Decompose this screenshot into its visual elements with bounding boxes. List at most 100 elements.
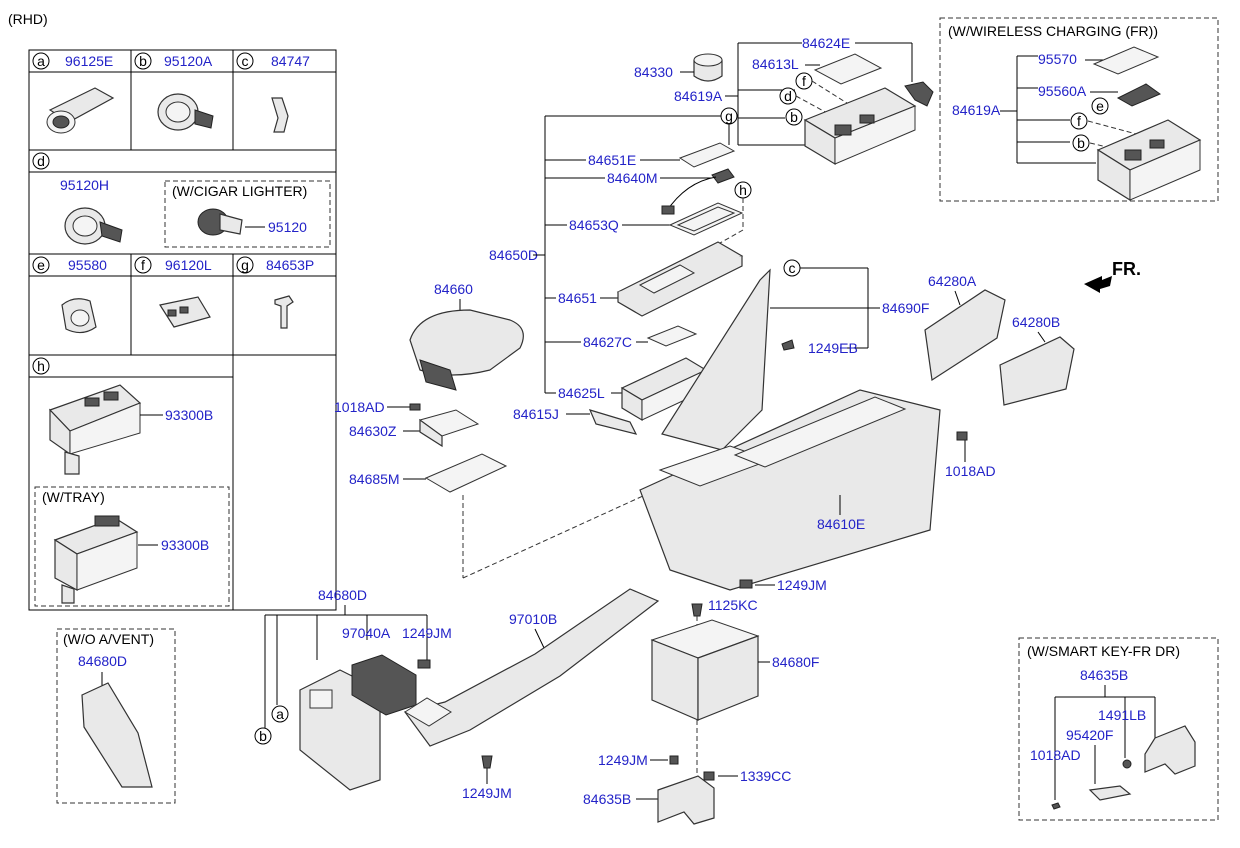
legend-part-96125E[interactable]: 96125E	[65, 53, 113, 69]
tray-93300B-drawing	[53, 515, 139, 604]
legend-part-95580[interactable]: 95580	[68, 257, 107, 273]
legend-part-93300B-tray[interactable]: 93300B	[161, 537, 209, 553]
label-84627C[interactable]: 84627C	[583, 334, 632, 350]
clip-84747-drawing	[271, 97, 289, 133]
tray-option: (W/TRAY)	[42, 489, 105, 505]
side-cover-assembly: 64280A 64280B	[924, 273, 1075, 406]
label-1018AD-left[interactable]: 1018AD	[334, 399, 385, 415]
wireless-part-84619A[interactable]: 84619A	[952, 102, 1001, 118]
label-1249JM-low[interactable]: 1249JM	[598, 752, 648, 768]
smart-key-title: (W/SMART KEY-FR DR)	[1027, 643, 1180, 659]
cigar-lighter-option: (W/CIGAR LIGHTER)	[172, 183, 307, 199]
label-1249JM-vent[interactable]: 1249JM	[402, 625, 452, 641]
label-64280A[interactable]: 64280A	[928, 273, 977, 289]
label-84651E[interactable]: 84651E	[588, 152, 636, 168]
legend-letter-e: e	[37, 257, 45, 273]
front-direction-arrow: FR.	[1084, 259, 1141, 293]
no-vent-box: (W/O A/VENT) 84680D	[56, 628, 176, 804]
legend-table: a 96125E b 95120A c 84747 d 95120H	[28, 49, 337, 611]
label-84615J[interactable]: 84615J	[513, 406, 559, 422]
label-97040A[interactable]: 97040A	[342, 625, 391, 641]
label-1249EB[interactable]: 1249EB	[808, 340, 858, 356]
legend-part-95120H[interactable]: 95120H	[60, 177, 109, 193]
label-84630Z[interactable]: 84630Z	[349, 423, 397, 439]
label-1249JM-duct[interactable]: 1249JM	[462, 785, 512, 801]
legend-letter-g: g	[241, 257, 249, 273]
legend-letter-a: a	[37, 53, 45, 69]
callout-b-low: b	[259, 728, 267, 744]
label-84610E[interactable]: 84610E	[817, 516, 865, 532]
side-trim-assembly: c 84690F 1249EB	[661, 259, 929, 451]
variant-label: (RHD)	[8, 11, 48, 27]
label-84619A[interactable]: 84619A	[674, 88, 723, 104]
no-vent-part[interactable]: 84680D	[78, 653, 127, 669]
callout-f-top: f	[802, 73, 806, 89]
label-84635B[interactable]: 84635B	[583, 791, 631, 807]
legend-letter-f: f	[141, 257, 145, 273]
label-84690F[interactable]: 84690F	[882, 300, 929, 316]
label-64280B[interactable]: 64280B	[1012, 314, 1060, 330]
smart-key-part-1491LB[interactable]: 1491LB	[1098, 707, 1146, 723]
front-label: FR.	[1112, 259, 1141, 279]
legend-letter-h: h	[37, 358, 45, 374]
cover-95580-drawing	[61, 298, 97, 334]
legend-part-84747[interactable]: 84747	[271, 53, 310, 69]
console-upper-assembly: g 84650D 84651E 84640M 84653Q h 84651 84…	[489, 107, 752, 435]
console-body-assembly: 1018AD 84610E 1249JM 1125KC	[639, 389, 996, 780]
legend-part-95120[interactable]: 95120	[268, 219, 307, 235]
wireless-title: (W/WIRELESS CHARGING (FR))	[948, 23, 1158, 39]
label-1339CC[interactable]: 1339CC	[740, 768, 791, 784]
legend-letter-d: d	[37, 153, 45, 169]
wireless-letter-e: e	[1096, 98, 1104, 114]
smart-key-part-1018AD[interactable]: 1018AD	[1030, 747, 1081, 763]
cigar-lighter-drawing	[197, 208, 243, 236]
wireless-part-95560A[interactable]: 95560A	[1038, 83, 1087, 99]
socket-95120A-drawing	[157, 93, 214, 131]
label-97010B[interactable]: 97010B	[509, 611, 557, 627]
wireless-box: (W/WIRELESS CHARGING (FR)) 95570 95560A …	[939, 17, 1219, 202]
armrest-assembly: 84660 1018AD 84630Z 84685M	[334, 281, 701, 579]
clip-84653P-drawing	[274, 295, 294, 329]
label-1249JM-mid[interactable]: 1249JM	[777, 577, 827, 593]
smart-key-part-84635B[interactable]: 84635B	[1080, 667, 1128, 683]
label-84624E[interactable]: 84624E	[802, 35, 850, 51]
label-84613L[interactable]: 84613L	[752, 56, 799, 72]
callout-h: h	[739, 182, 747, 198]
label-1018AD-right[interactable]: 1018AD	[945, 463, 996, 479]
socket-96125E-drawing	[46, 87, 115, 134]
callout-c: c	[789, 260, 796, 276]
label-84625L[interactable]: 84625L	[558, 385, 605, 401]
label-1125KC[interactable]: 1125KC	[708, 597, 758, 613]
legend-part-96120L[interactable]: 96120L	[165, 257, 212, 273]
label-84650D[interactable]: 84650D	[489, 247, 538, 263]
no-vent-title: (W/O A/VENT)	[63, 631, 154, 647]
legend-part-93300B[interactable]: 93300B	[165, 407, 213, 423]
callout-b-top: b	[790, 109, 798, 125]
label-84653Q[interactable]: 84653Q	[569, 217, 619, 233]
wireless-letter-b: b	[1077, 135, 1085, 151]
vent-duct-assembly: 84680D 97040A 1249JM a b 97010B 1249JM	[254, 587, 660, 801]
callout-d: d	[784, 88, 792, 104]
smart-key-part-95420F[interactable]: 95420F	[1066, 727, 1113, 743]
legend-part-84653P[interactable]: 84653P	[266, 257, 314, 273]
storage-box-assembly: 84680F 1249JM 1339CC 84635B	[583, 619, 819, 825]
label-84680D[interactable]: 84680D	[318, 587, 367, 603]
socket-95120H-drawing	[64, 207, 123, 245]
wireless-part-95570[interactable]: 95570	[1038, 51, 1077, 67]
label-84651[interactable]: 84651	[558, 290, 597, 306]
label-84685M[interactable]: 84685M	[349, 471, 400, 487]
legend-letter-b: b	[139, 53, 147, 69]
callout-g: g	[725, 108, 733, 124]
switch-93300B-drawing	[48, 384, 142, 475]
label-84330[interactable]: 84330	[634, 64, 673, 80]
legend-letter-c: c	[242, 53, 249, 69]
usb-96120L-drawing	[159, 296, 211, 328]
smart-key-box: (W/SMART KEY-FR DR) 84635B 1491LB 95420F…	[1018, 637, 1219, 821]
legend-part-95120A[interactable]: 95120A	[164, 53, 213, 69]
top-tray-assembly: 84624E 84330 84613L 84619A f d b	[634, 35, 934, 166]
label-84660[interactable]: 84660	[434, 281, 473, 297]
callout-a: a	[276, 706, 284, 722]
label-84680F[interactable]: 84680F	[772, 654, 819, 670]
label-84640M[interactable]: 84640M	[607, 170, 658, 186]
